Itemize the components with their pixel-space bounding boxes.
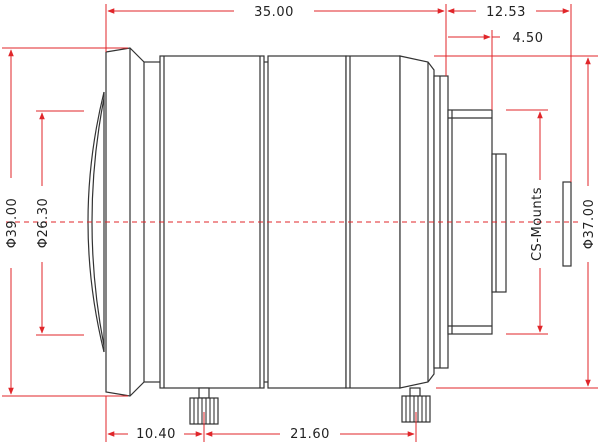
- flange-depth-label: 4.50: [513, 31, 544, 46]
- cs-mount-label: CS-Mounts: [530, 187, 545, 261]
- overall-length-label: 35.00: [254, 5, 294, 20]
- dim-cs-mount: CS-Mounts: [506, 109, 548, 335]
- screw-offset-label: 10.40: [136, 427, 176, 442]
- dim-mount-length: 12.53: [447, 4, 572, 182]
- dim-flange-depth: 4.50: [448, 30, 543, 110]
- screw-spacing-label: 21.60: [290, 427, 330, 442]
- dim-overall-length: 35.00: [105, 4, 447, 76]
- rear-diameter-label: Φ37.00: [582, 199, 597, 249]
- locking-screw-front: [189, 387, 219, 425]
- front-diameter-label: Φ39.00: [5, 198, 20, 248]
- barrel-section-1: [159, 55, 265, 389]
- lens-diameter-label: Φ26.30: [36, 198, 51, 248]
- mount-length-label: 12.53: [486, 5, 526, 20]
- barrel-section-3: [345, 55, 401, 389]
- dim-screw-spacing: 21.60: [205, 412, 417, 442]
- dim-rear-diameter: Φ37.00: [434, 55, 598, 389]
- rear-tube: [491, 153, 507, 293]
- dim-screw-offset: 10.40: [105, 396, 205, 442]
- dim-lens-diameter: Φ26.30: [36, 110, 84, 336]
- rear-plate: [562, 181, 572, 267]
- locking-screw-rear: [401, 387, 431, 423]
- dim-front-diameter: Φ39.00: [2, 47, 128, 397]
